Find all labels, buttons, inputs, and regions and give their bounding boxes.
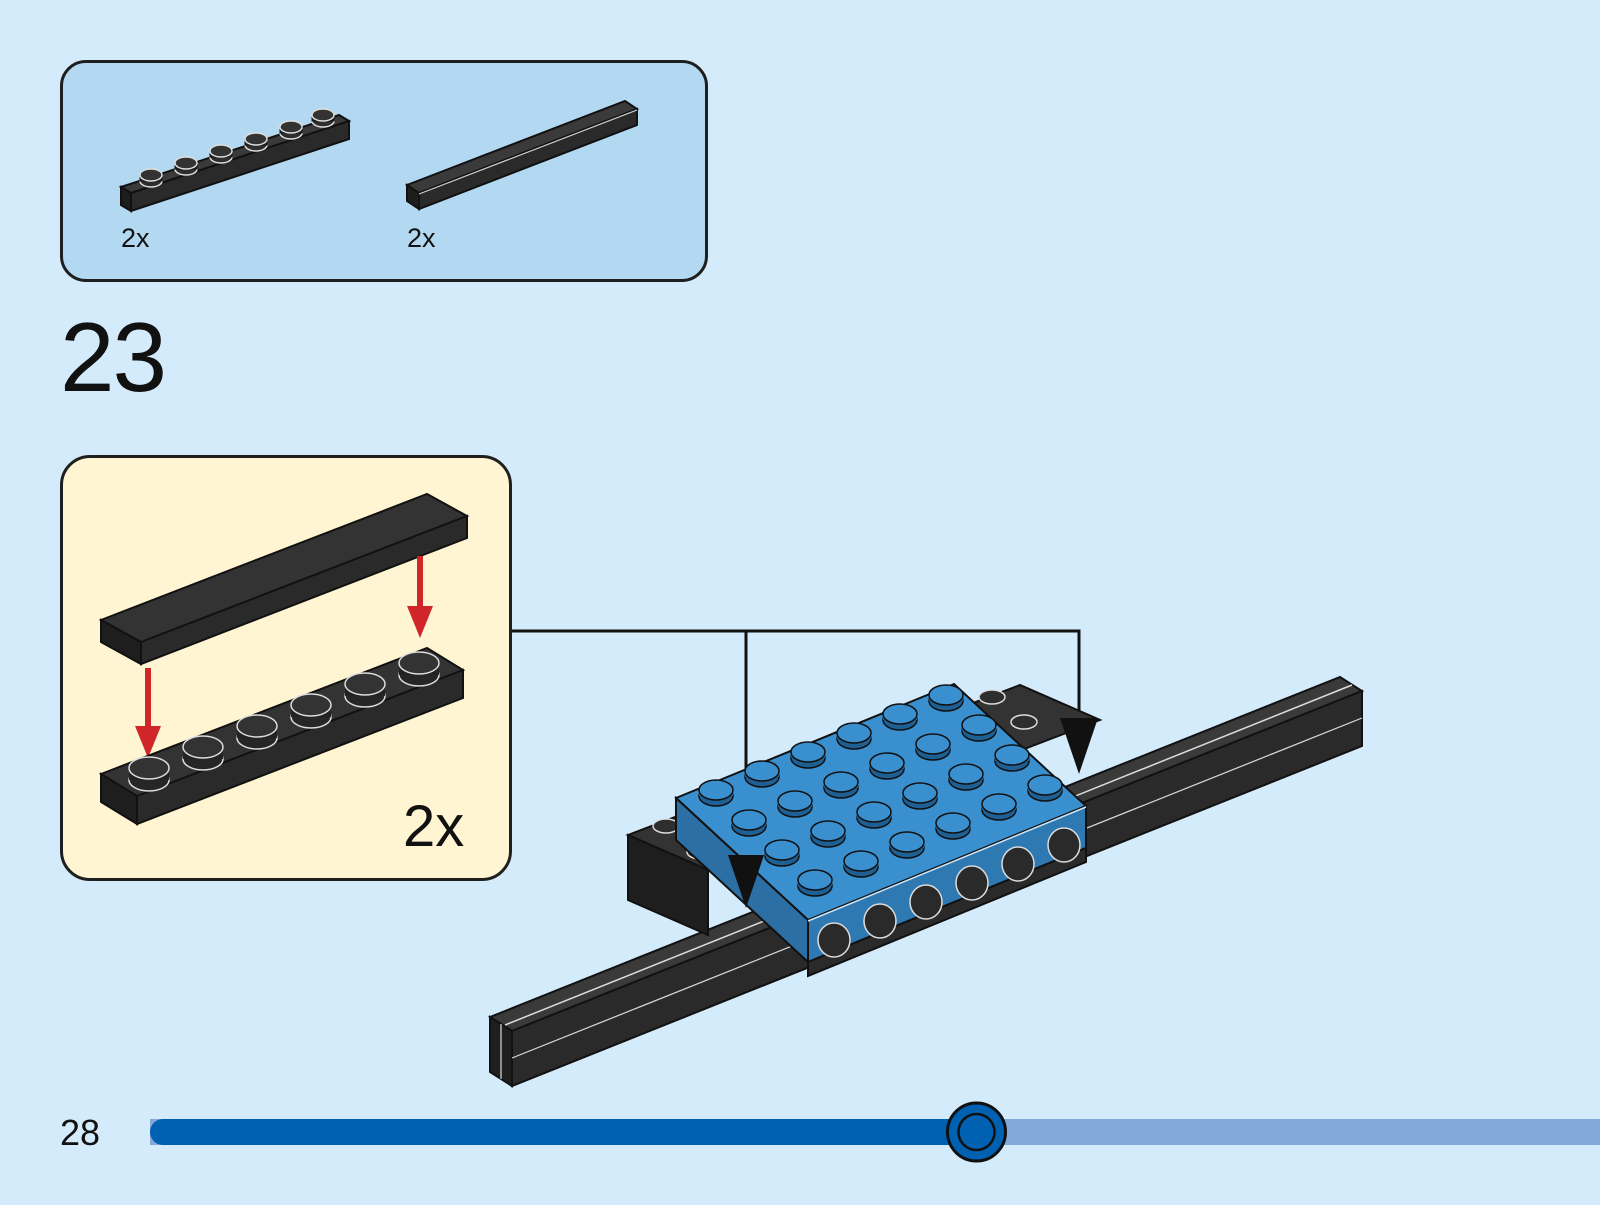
black-arrow-down-icon (728, 855, 764, 908)
stud (698, 779, 734, 801)
substep-quantity: 2x (403, 794, 465, 859)
stud (777, 790, 813, 812)
stud (869, 752, 905, 774)
stud (856, 801, 892, 823)
substep-tile (98, 492, 470, 666)
stud (836, 722, 872, 744)
parts-list-box: 2x 2x (60, 60, 708, 282)
red-arrow-down-icon (135, 668, 161, 758)
step-number: 23 (60, 302, 167, 412)
stud (843, 850, 879, 872)
side-studs (817, 827, 1081, 958)
part-quantity: 2x (121, 223, 150, 253)
page-number: 28 (60, 1112, 101, 1153)
stud (882, 703, 918, 725)
blue-studs (698, 684, 1063, 897)
progress-marker-icon (946, 1101, 1007, 1163)
stud (823, 771, 859, 793)
tile-1x6-black (404, 99, 640, 211)
stud (731, 809, 767, 831)
stud (744, 760, 780, 782)
stud (889, 831, 925, 853)
stud (764, 839, 800, 861)
stud (1027, 774, 1063, 796)
part-quantity: 2x (407, 223, 436, 253)
stud (915, 733, 951, 755)
stud (981, 793, 1017, 815)
stud (935, 812, 971, 834)
substep-plate (98, 646, 466, 826)
substep-callout-box: 2x (60, 455, 512, 881)
stud (994, 744, 1030, 766)
progress-done (150, 1119, 977, 1145)
stud (902, 782, 938, 804)
stud (790, 741, 826, 763)
stud (961, 714, 997, 736)
stud (948, 763, 984, 785)
stud (928, 684, 964, 706)
plate-1x6-black (118, 108, 352, 213)
black-arrow-down-icon (1060, 718, 1098, 774)
stud (810, 820, 846, 842)
red-arrow-down-icon (407, 556, 433, 638)
stud (797, 869, 833, 891)
